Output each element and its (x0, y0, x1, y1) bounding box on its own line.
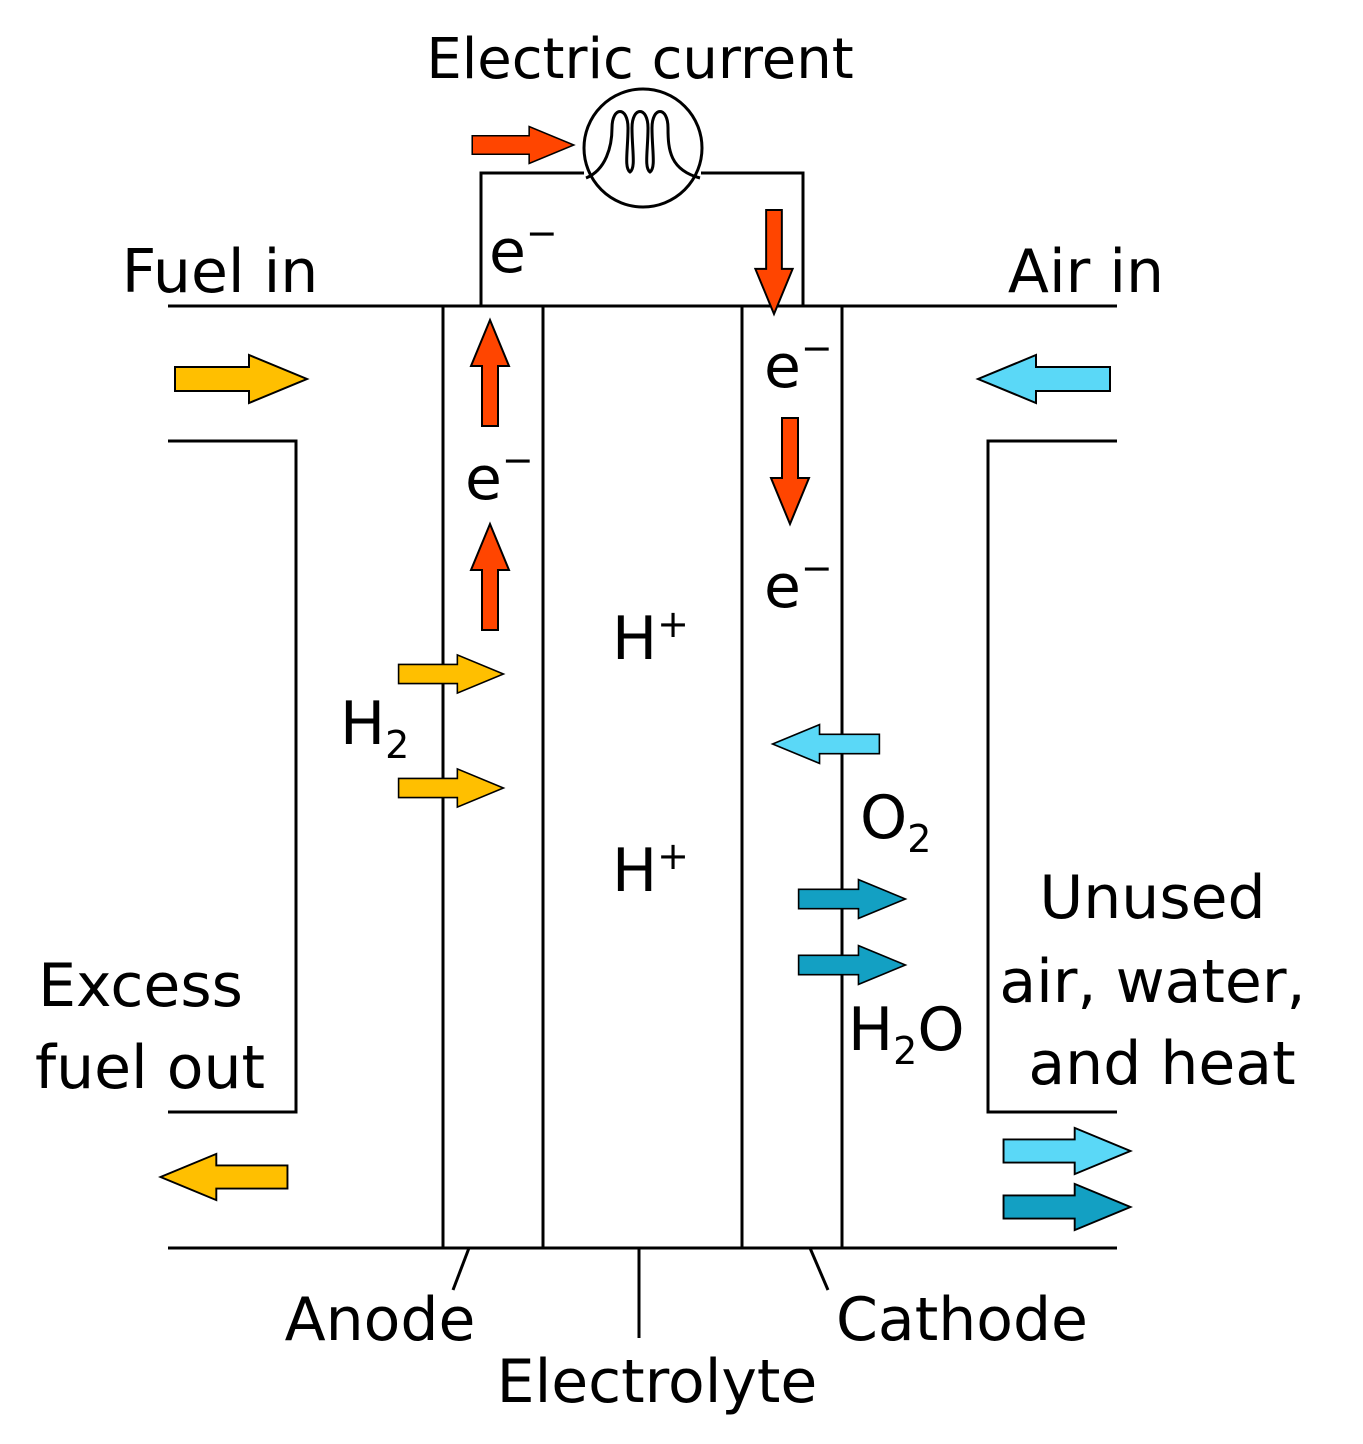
water-arrow-2 (797, 944, 907, 986)
electrolyte-label: Electrolyte (497, 1347, 818, 1417)
hydrogen-label: H2 (340, 689, 409, 767)
unused-air-arrow (1002, 1126, 1132, 1176)
fuel-in-label: Fuel in (122, 237, 319, 307)
fuel-channel-wall (168, 439, 298, 1114)
oxygen-arrow (771, 723, 881, 765)
unused-water-arrow (1002, 1182, 1132, 1232)
water-arrow-1 (797, 878, 907, 920)
anode-leader (451, 1247, 471, 1291)
electrolyte-layer (541, 304, 744, 1250)
hydrogen-arrow-1 (397, 653, 505, 695)
light-bulb-icon (582, 87, 704, 209)
electron-label-circuit: e− (489, 211, 558, 287)
electric-current-label: Electric current (426, 27, 853, 92)
anode-label: Anode (285, 1285, 476, 1355)
cathode-leader (808, 1247, 830, 1291)
fuel-in-arrow (174, 354, 308, 404)
unused-output-label: Unused air, water, and heat (999, 863, 1324, 1099)
water-label: H2O (848, 995, 965, 1073)
proton-label-1: H+ (612, 602, 689, 674)
electron-arrow-circuit (471, 125, 575, 165)
oxygen-label: O2 (860, 783, 931, 861)
external-circuit-return (701, 171, 805, 306)
electron-label-anode: e− (465, 438, 534, 514)
electron-label-cathode-2: e− (764, 546, 833, 622)
air-channel-wall (986, 439, 1117, 1114)
cathode-label: Cathode (836, 1285, 1088, 1355)
electron-arrow-up-1 (470, 319, 510, 427)
hydrogen-arrow-2 (397, 767, 505, 809)
excess-fuel-out-label: Excess fuel out (35, 951, 265, 1103)
electron-arrow-down-2 (770, 417, 810, 525)
air-in-arrow (977, 354, 1111, 404)
air-in-label: Air in (1008, 237, 1164, 307)
proton-label-2: H+ (612, 834, 689, 906)
electron-label-cathode-1: e− (764, 326, 833, 402)
external-circuit (479, 171, 584, 306)
excess-fuel-out-arrow (159, 1152, 289, 1202)
electron-arrow-down-top (754, 208, 794, 316)
electron-arrow-up-2 (470, 523, 510, 631)
